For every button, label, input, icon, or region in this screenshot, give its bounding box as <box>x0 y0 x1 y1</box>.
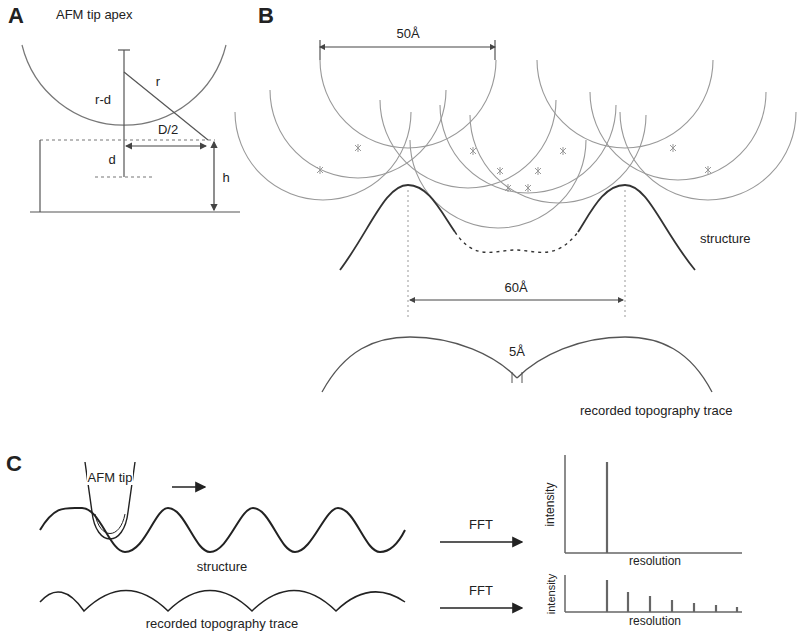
tip-centre-marks <box>317 144 711 192</box>
dimension-line <box>410 300 623 301</box>
tip-and-wave <box>40 462 522 611</box>
panel-letter: C <box>6 452 22 476</box>
dimension-label: r <box>155 75 161 89</box>
dimension-label: 50Å <box>395 27 420 41</box>
axis-label: resolution <box>628 555 682 568</box>
guide-lines <box>408 190 625 318</box>
structure-profile <box>340 185 695 270</box>
panel-letter: A <box>8 4 24 28</box>
dimension-label: r-d <box>94 93 112 107</box>
caption-label: recorded topography trace <box>580 404 732 418</box>
dimension-label: d <box>107 153 116 167</box>
caption-label: AFM tip <box>87 471 134 485</box>
dimension-label: D/2 <box>157 123 179 137</box>
fft-spectra <box>565 455 742 612</box>
dimension-label: h <box>221 171 230 185</box>
axis-label: resolution <box>628 615 682 628</box>
tip-positions <box>235 40 796 228</box>
caption-label: structure <box>700 232 751 246</box>
tip-apex-geometry <box>22 45 240 212</box>
caption-label: AFM tip apex <box>56 8 133 22</box>
recorded-trace <box>322 337 712 392</box>
axis-label: intensity <box>545 573 557 615</box>
dimension-label: 5Å <box>508 345 526 359</box>
operation-label: FFT <box>468 584 494 598</box>
panel-letter: B <box>258 4 274 28</box>
caption-label: structure <box>196 560 249 574</box>
axis-label: intensity <box>544 482 557 528</box>
operation-label: FFT <box>468 518 494 532</box>
caption-label: recorded topography trace <box>145 617 299 631</box>
dimension-label: 60Å <box>503 281 528 295</box>
